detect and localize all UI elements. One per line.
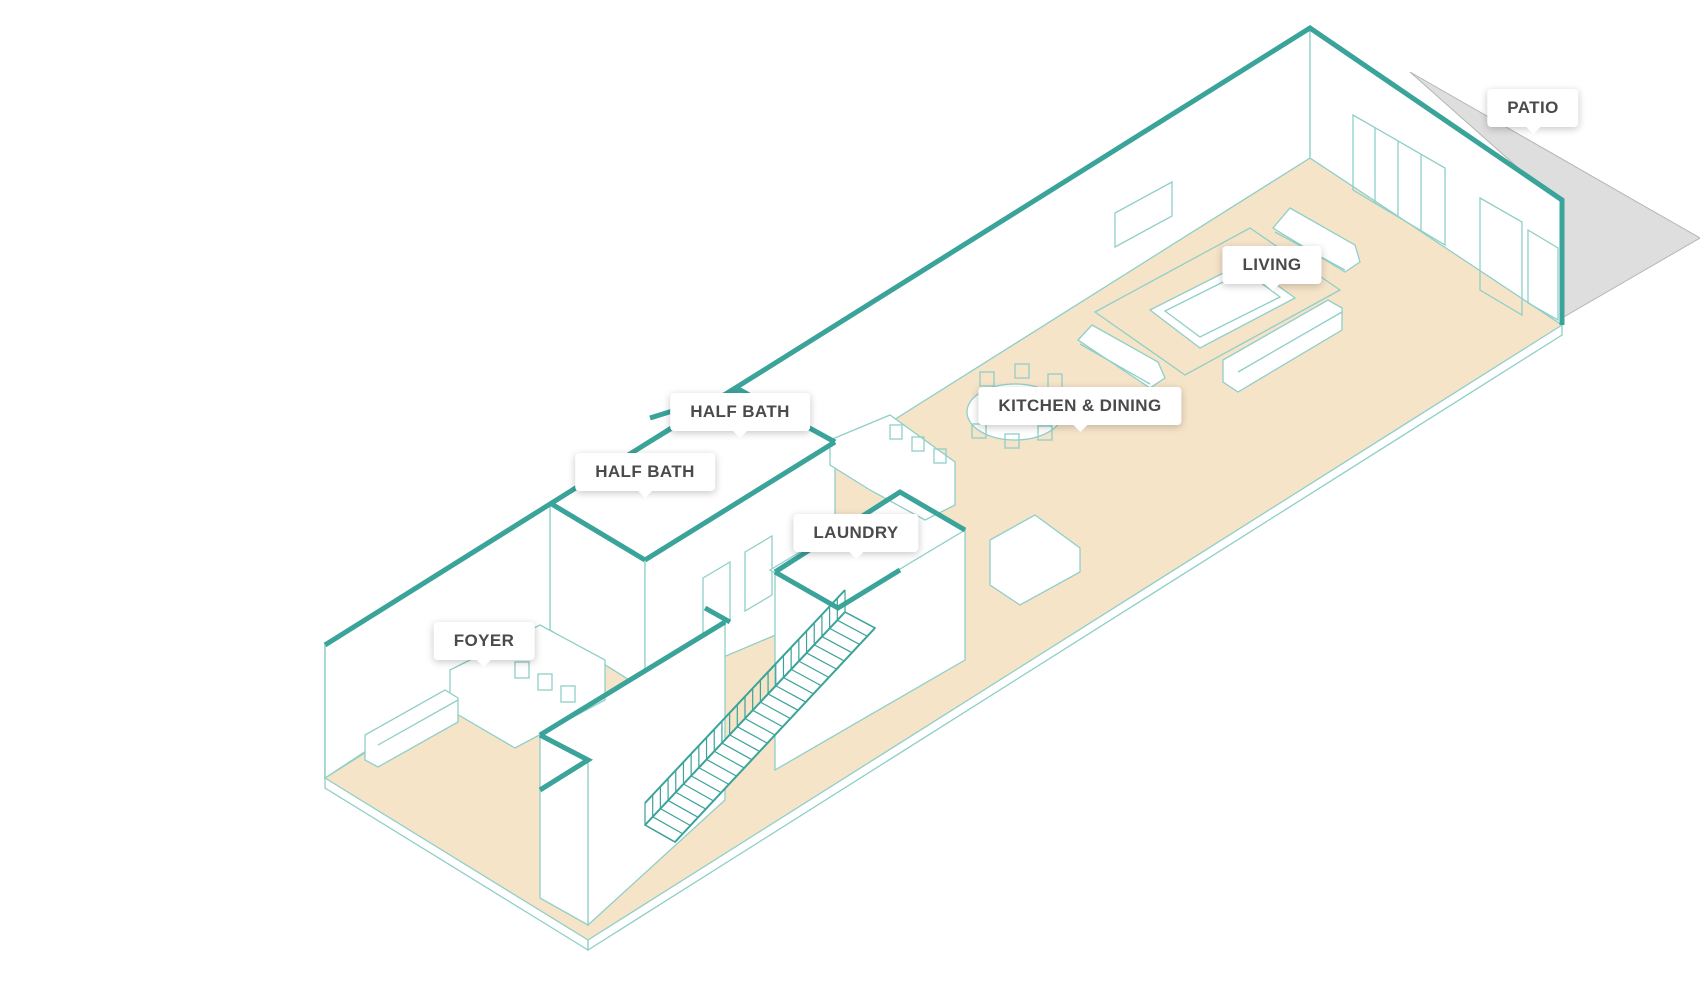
stair-tread [660,808,691,827]
stair-tread [706,758,737,777]
label-kitchen-dining: KITCHEN & DINING [978,387,1182,432]
staircase [643,589,877,843]
living-sofa-left [1077,324,1166,389]
stair-tread [821,636,853,654]
stair-handrail [644,589,846,804]
stair-tread [652,816,683,835]
stair-tread [683,783,714,802]
living-rug [1093,227,1342,376]
stair-tread [837,619,868,637]
foyer-stools [514,661,576,703]
stair-tread [806,652,837,670]
stair-tread [729,734,760,752]
floor-edge-right [587,323,1563,952]
stair-tread [644,824,676,843]
stair-tread [844,611,876,629]
stair-tread [775,685,807,703]
stair-tread [829,627,860,645]
label-half-bath-lower: HALF BATH [575,453,715,498]
stair-tread [744,717,776,736]
label-patio: PATIO [1487,89,1579,134]
stair-tread [721,742,753,761]
stair-tread [813,644,845,662]
stair-tread [667,799,699,818]
kitchen-counter [989,514,1081,606]
label-half-bath-upper: HALF BATH [670,393,810,438]
label-laundry: LAUNDRY [793,514,919,559]
stair-tread [798,660,830,678]
stair-tread [698,767,730,785]
wall-artwork [1114,180,1173,249]
stair-tread [737,726,768,744]
stair-tread [713,750,745,769]
stair-tread [767,693,799,711]
label-foyer: FOYER [433,622,535,667]
stair-tread [752,709,783,728]
stair-tread [790,668,822,687]
living-sofa-right [1222,299,1343,393]
foyer-sofa [364,689,459,768]
stair-tread [783,677,814,695]
stair-tread [760,701,791,720]
stair-tread [675,791,707,810]
sliding-doors [1352,113,1559,322]
stair-tread [690,775,722,794]
coffee-table-inner [1163,270,1282,338]
label-living: LIVING [1222,246,1322,291]
